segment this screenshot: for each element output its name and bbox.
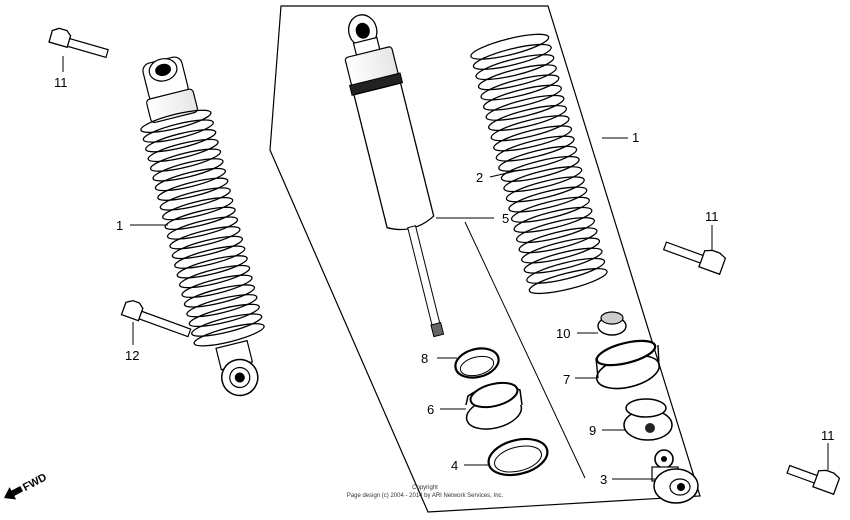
- callout-1-right: 1: [632, 130, 639, 145]
- spring-coil: [183, 284, 256, 308]
- callout-3: 3: [600, 472, 607, 487]
- spring-coil: [188, 303, 260, 328]
- spring-coil: [490, 115, 570, 142]
- spring-coil: [181, 274, 253, 298]
- copyright-line-1: Copyright: [412, 485, 438, 491]
- spring-coil: [166, 216, 239, 240]
- spring-coil: [498, 145, 578, 172]
- spring-coil: [145, 129, 217, 153]
- spring-coil: [472, 43, 552, 70]
- spring-coil: [140, 109, 212, 134]
- seal-ring: [487, 437, 549, 477]
- spring-coil: [162, 196, 234, 221]
- spring-coils: [140, 109, 265, 347]
- spring-coil: [521, 237, 601, 264]
- spring-coil: [176, 255, 248, 279]
- callout-11-mid-right: 11: [705, 209, 719, 224]
- callout-9: 9: [589, 423, 596, 438]
- spring-coil: [513, 206, 593, 233]
- spring-coil: [142, 119, 214, 143]
- spring-coil: [495, 135, 575, 162]
- spring-coil: [477, 64, 557, 91]
- callout-7: 7: [563, 372, 570, 387]
- callout-1-left: 1: [116, 218, 123, 233]
- upper-spring-seat: [595, 339, 661, 390]
- spring-coil: [149, 148, 222, 172]
- spring-coil: [191, 313, 263, 337]
- spring-seat: [465, 381, 523, 430]
- callout-12: 12: [125, 348, 139, 363]
- spring-coil: [147, 138, 219, 163]
- assembled-rear-shock: [140, 56, 265, 397]
- spring-coil: [482, 84, 562, 111]
- bolt-mid-right: [662, 241, 727, 276]
- callout-5: 5: [502, 211, 509, 226]
- copyright-line-2: Page design (c) 2004 - 2014 by ARI Netwo…: [347, 493, 504, 499]
- spring-coil: [475, 54, 555, 81]
- spring-coil: [510, 196, 590, 223]
- ring: [454, 347, 500, 379]
- bolt-bottom-right: [786, 464, 841, 496]
- callout-6: 6: [427, 402, 434, 417]
- spring-coil: [470, 33, 550, 60]
- spring: [470, 33, 608, 295]
- callout-8: 8: [421, 351, 428, 366]
- spring-coil: [488, 104, 568, 132]
- spring-coil: [159, 187, 231, 211]
- arrow-left-icon: [4, 485, 24, 500]
- exploded-view-frame: [269, 5, 701, 513]
- spring-coil: [152, 158, 224, 182]
- spring-coil: [164, 206, 236, 231]
- stopper: [623, 398, 673, 441]
- spring-coil: [508, 186, 588, 213]
- spring-coil: [515, 217, 595, 244]
- spring-coil: [157, 177, 229, 201]
- spring-coil: [193, 323, 265, 347]
- spring-coil: [154, 167, 227, 192]
- spring-coil: [528, 267, 608, 295]
- spring-coil: [169, 226, 241, 250]
- spring-coil: [518, 227, 598, 254]
- spring-coil: [493, 125, 573, 152]
- lower-mount: [651, 449, 699, 504]
- fwd-label: FWD: [21, 471, 49, 493]
- callout-4: 4: [451, 458, 458, 473]
- bolt-12: [120, 299, 192, 338]
- bushing: [597, 311, 627, 336]
- spring-coil: [500, 155, 580, 183]
- spring-coil: [526, 257, 606, 284]
- spring-coil: [523, 247, 603, 274]
- spring-coil: [485, 94, 565, 121]
- forward-direction-indicator: FWD: [4, 471, 49, 500]
- callout-11-top-left: 11: [54, 75, 68, 90]
- spring-coil: [171, 235, 243, 260]
- callout-11-bottom-right: 11: [821, 428, 835, 443]
- spring-coil: [480, 74, 560, 101]
- spring-coil: [503, 166, 583, 193]
- callout-2: 2: [476, 170, 483, 185]
- spring-coil: [178, 264, 251, 289]
- spring-coil: [186, 293, 258, 318]
- spring-coil: [174, 245, 246, 269]
- leader-lines: [62, 56, 829, 480]
- damper-unit: [344, 14, 445, 338]
- spring-coil: [505, 176, 585, 203]
- bolt-top-left: [48, 27, 109, 59]
- callout-10: 10: [556, 326, 570, 341]
